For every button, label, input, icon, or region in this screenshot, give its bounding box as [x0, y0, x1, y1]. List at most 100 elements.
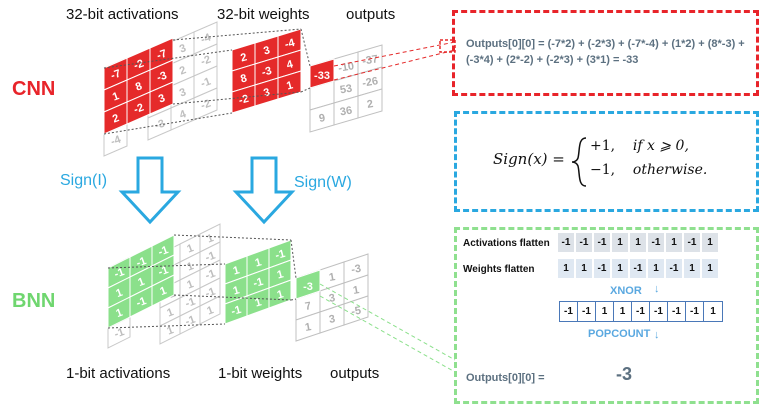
cnn-formula-text: Outputs[0][0] = (-7*2) + (-2*3) + (-7*-4… [466, 38, 745, 66]
cnn-weight-value: 1 [285, 79, 294, 92]
sign-case-negative-value: −1, [590, 162, 616, 178]
activation-cell: 1 [612, 233, 630, 252]
bnn-output-label: Outputs[0][0] = [466, 372, 545, 384]
cnn-activation-back-value: -2 [199, 54, 212, 69]
weight-cell: -1 [594, 259, 612, 278]
bnn-proj-line [290, 239, 297, 279]
sign-case-positive-value: +1, [590, 138, 616, 154]
cnn-proj-line [300, 28, 311, 67]
bnn-proj-line [107, 263, 226, 269]
xnor-cell: -1 [560, 302, 578, 321]
bnn-weight-value: 1 [232, 264, 241, 277]
cnn-weight-value: 3 [262, 44, 271, 57]
cnn-proj-line [103, 49, 233, 69]
bnn-activation-value: 1 [158, 285, 168, 298]
weight-cell: -1 [630, 259, 648, 278]
sign-function-panel [454, 111, 759, 212]
bnn-computation-panel [454, 227, 759, 404]
sign-function-lhs: Sign(x) = [493, 150, 565, 168]
cnn-proj-line [300, 87, 311, 93]
bnn-activation-value: -1 [157, 264, 170, 279]
cnn-proj-line [103, 112, 233, 135]
bnn-weight-value: -1 [252, 276, 265, 290]
sign-w-label: Sign(W) [294, 174, 352, 191]
cnn-output-value: -37 [361, 53, 379, 68]
cnn-activation-value: 1 [111, 90, 121, 103]
label-1bit-activations: 1-bit activations [66, 365, 171, 382]
cnn-weight-value: -2 [237, 93, 250, 107]
cnn-weight-value: 2 [239, 51, 248, 64]
cnn-output-value: 53 [339, 83, 353, 97]
bnn-proj-line [173, 294, 292, 301]
bnn-activation-back-value: 1 [165, 306, 175, 319]
bnn-proj-line [107, 323, 226, 329]
bnn-output-connector [319, 295, 456, 373]
weight-cell: 1 [576, 259, 594, 278]
cnn-activation-value: -2 [132, 58, 145, 73]
cnn-activation-back-value: 4 [178, 108, 189, 122]
bnn-activation-value: 1 [114, 287, 124, 300]
cnn-output-cell [357, 88, 383, 119]
bnn-proj-line [290, 298, 297, 301]
bnn-activation-value: -1 [135, 255, 148, 270]
bnn-weight-value: 1 [276, 268, 285, 281]
bnn-output-connector [319, 283, 456, 361]
weight-cell: 1 [558, 259, 576, 278]
cnn-output-value: -10 [337, 60, 355, 75]
bnn-output-cell [343, 295, 369, 326]
cnn-activation-value: -7 [109, 68, 122, 83]
bnn-weight-value: 1 [254, 256, 263, 269]
bnn-output-value: -3 [350, 263, 362, 277]
cnn-output-value: 2 [366, 98, 374, 111]
sign-i-arrow [118, 156, 182, 225]
activation-cell: -1 [648, 233, 666, 252]
sign-w-arrow [232, 156, 296, 225]
sign-case-positive: +1, if x ⩾ 0, [590, 138, 689, 154]
weight-cell: -1 [666, 259, 684, 278]
bnn-weight-value: -1 [230, 304, 243, 318]
bnn-proj-line [173, 234, 292, 241]
bnn-activation-back-value: -1 [204, 268, 217, 283]
xnor-cell: -1 [650, 302, 668, 321]
cnn-proj-line [172, 28, 302, 41]
cnn-weight-value: 3 [262, 86, 271, 99]
bnn-output-value: 3 [328, 292, 336, 305]
cnn-weight-value: 8 [239, 72, 248, 85]
cnn-output-highlight [309, 58, 335, 89]
sign-i-label: Sign(I) [60, 172, 108, 189]
weight-cell: 1 [648, 259, 666, 278]
bnn-weight-value: 1 [276, 288, 285, 301]
cnn-row-label: CNN [12, 78, 56, 100]
xnor-arrow-icon: ↓ [654, 283, 660, 295]
bnn-output-value: 7 [304, 300, 312, 313]
activation-cell: 1 [702, 233, 720, 252]
cnn-activation-back-value: 3 [178, 86, 188, 99]
cnn-activation-back-value: -1 [199, 76, 212, 91]
bnn-weight-value: 1 [254, 296, 263, 309]
bnn-activation-back-value: -1 [184, 296, 197, 311]
bnn-output-value: 3 [328, 313, 336, 326]
label-1bit-weights: 1-bit weights [218, 365, 303, 382]
bnn-activation-back-cell [199, 295, 221, 325]
cnn-activation-value: 8 [134, 80, 144, 93]
bnn-activation-value: -1 [157, 244, 170, 259]
bnn-activation-back-value: -1 [204, 250, 217, 265]
activation-cell: -1 [576, 233, 594, 252]
bnn-activation-value: -1 [113, 266, 126, 281]
cnn-proj-line [172, 91, 302, 105]
activation-cell: 1 [666, 233, 684, 252]
bnn-weight-value: -1 [274, 248, 287, 262]
bnn-activation-back-value: 1 [185, 242, 195, 255]
bnn-output-highlight-value: -3 [303, 281, 313, 293]
cnn-activation-value: -7 [155, 48, 168, 63]
weight-cell: 1 [702, 259, 720, 278]
xnor-label: XNOR [610, 285, 642, 297]
cnn-weight-value: 4 [285, 58, 295, 71]
cnn-activation-value: 2 [111, 112, 121, 125]
bnn-row-label: BNN [12, 290, 56, 312]
xnor-cell: -1 [578, 302, 596, 321]
activation-cell: 1 [630, 233, 648, 252]
